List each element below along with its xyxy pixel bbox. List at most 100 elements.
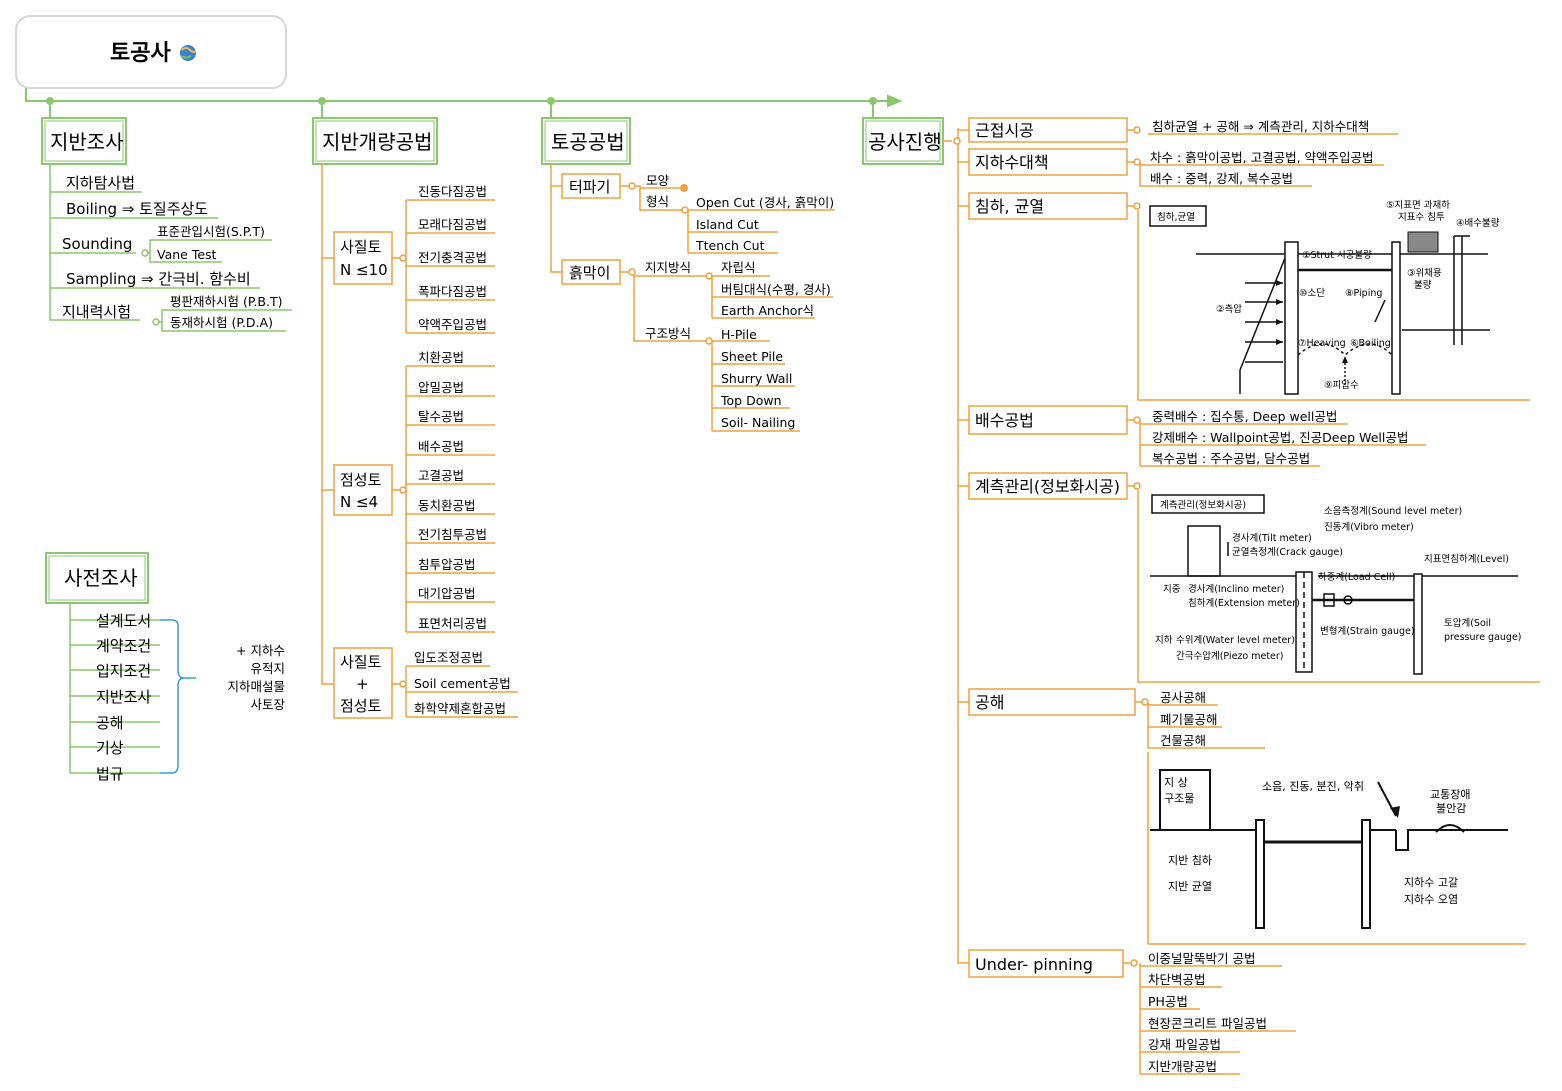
support-item: 자립식 [721,260,756,275]
method-item: 배수공법 [418,439,464,454]
form-item: Open Cut (경사, 흙막이) [696,195,834,210]
svg-text:⑤지표면 과재하: ⑤지표면 과재하 [1386,199,1450,211]
underpinning-label: Under- pinning [975,955,1093,974]
pre-survey-item: 지반조사 [96,688,151,706]
pre-survey-item: 설계도서 [96,612,151,630]
svg-text:소음, 진동, 분진, 악취: 소음, 진동, 분진, 악취 [1262,780,1364,793]
svg-text:⑦Heaving: ⑦Heaving [1298,338,1346,349]
pre-survey-node[interactable] [45,552,149,604]
pollution-note: 폐기물공해 [1160,712,1218,727]
svg-text:지하: 지하 [1155,634,1173,646]
group-label: 사질토 [340,653,382,671]
root-node[interactable]: 토공사 [15,15,287,89]
pre-survey-note: 사토장 [250,697,285,712]
method-item: 모래다짐공법 [418,217,487,232]
investigation-title: 지반조사 [50,130,124,154]
globe-icon [180,45,197,61]
groundwater-note: 차수 : 흙막이공법, 고결공법, 약액주입공법 [1150,150,1374,165]
settlement-label: 침하, 균열 [975,197,1044,216]
method-item: 입도조정공법 [414,650,483,665]
group-label: 점성토 [340,697,382,715]
svg-text:지하수 고갈: 지하수 고갈 [1404,875,1458,889]
structure-item: Top Down [720,393,782,408]
underpinning-note: PH공법 [1148,994,1188,1009]
group-label: N ≤10 [340,261,388,279]
underpinning-note: 강재 파일공법 [1148,1037,1221,1052]
group-label: 점성토 [340,471,382,489]
investigation-item: Sounding [62,235,132,253]
underpinning-note: 이중널말뚝박기 공법 [1148,951,1255,966]
method-item: 탈수공법 [418,409,464,424]
root-title: 토공사 [110,41,171,66]
method-item: 전기충격공법 [418,250,487,265]
group-label: N ≤4 [340,493,378,511]
method-item: 동치환공법 [418,498,476,513]
method-item: 폭파다짐공법 [418,284,487,299]
svg-text:⑨피압수: ⑨피압수 [1324,379,1359,391]
form-item: Island Cut [696,217,759,232]
method-item: 고결공법 [418,468,464,483]
method-item: 약액주입공법 [418,317,487,332]
svg-text:구조물: 구조물 [1164,792,1194,805]
method-item: 압밀공법 [418,380,464,395]
groundwater-note: 배수 : 중력, 강제, 복수공법 [1150,171,1293,186]
pre-survey-item: 공해 [96,714,124,732]
monitoring-label: 계측관리(정보화시공) [975,477,1120,496]
investigation-node[interactable] [41,117,127,165]
svg-text:균열측정계(Crack gauge): 균열측정계(Crack gauge) [1232,546,1343,558]
support-label: 지지방식 [645,260,691,275]
improvement-node[interactable] [312,117,438,165]
underpinning-note: 현장콘크리트 파일공법 [1148,1016,1267,1031]
pollution-note: 공사공해 [1160,690,1206,705]
earthwork-node[interactable] [541,117,631,165]
form-item: Ttench Cut [695,238,765,253]
progress-node[interactable] [862,117,944,165]
form-label: 형식 [646,194,669,209]
structure-item: Shurry Wall [721,371,792,386]
drainage-note: 중력배수 : 집수통, Deep well공법 [1152,409,1337,424]
method-item: 침투압공법 [418,557,476,572]
investigation-item: 지하탐사법 [66,174,135,192]
svg-text:불량: 불량 [1414,279,1432,291]
drainage-note: 강제배수 : Wallpoint공법, 진공Deep Well공법 [1152,430,1408,445]
svg-text:⑧Piping: ⑧Piping [1345,288,1382,299]
method-item: 대기압공법 [418,586,476,601]
pre-survey-note: 유적지 [250,661,285,676]
svg-text:③위채용: ③위채용 [1407,267,1442,279]
pre-survey-item: 기상 [96,739,124,757]
svg-text:②측압: ②측압 [1216,303,1242,315]
svg-text:경사계(Inclino meter): 경사계(Inclino meter) [1188,583,1284,595]
support-item: Earth Anchor식 [721,303,814,318]
svg-text:지 상: 지 상 [1164,776,1188,789]
svg-text:수위계(Water level meter): 수위계(Water level meter) [1176,634,1295,646]
progress-title: 공사진행 [868,130,942,154]
svg-text:지하수 오염: 지하수 오염 [1404,892,1458,906]
improvement-title: 지반개량공법 [322,130,432,154]
shape-label: 모양 [646,173,670,188]
svg-text:침하계(Extension meter): 침하계(Extension meter) [1188,597,1300,609]
structure-item: H-Pile [721,327,757,342]
drainage-note: 복수공법 : 주수공법, 담수공법 [1152,451,1310,466]
progress-branch: 공사진행 [862,117,1540,1075]
sounding-sub: Vane Test [157,247,217,262]
underpinning-note: 차단벽공법 [1148,972,1206,987]
svg-text:지표수 침투: 지표수 침투 [1398,212,1445,223]
investigation-item: 지내력시험 [62,303,131,321]
investigation-branch: 지반조사 지하탐사법 Boiling ⇒ 토질주상도 Sounding Samp… [41,117,292,332]
pollution-figure: 지 상 구조물 소음, 진동, 분진, 악취 교통장애 불안감 지반 침하 지반… [1150,769,1508,929]
pre-survey-item: 법규 [96,765,124,783]
svg-text:간극수압계(Piezo meter): 간극수압계(Piezo meter) [1176,650,1284,662]
settlement-figure: 침하,균열 [1149,199,1500,395]
structure-item: Soil- Nailing [721,415,795,430]
support-item: 버팀대식(수평, 경사) [721,282,831,297]
method-item: 표면처리공법 [418,616,487,631]
pre-survey-item: 계약조건 [96,637,151,655]
underpinning-note: 지반개량공법 [1148,1059,1217,1074]
svg-text:교통장애: 교통장애 [1430,788,1470,801]
drainage-label: 배수공법 [975,411,1034,430]
pre-survey-title: 사전조사 [64,566,138,590]
svg-text:지중: 지중 [1163,584,1181,595]
investigation-item: Sampling ⇒ 간극비. 함수비 [66,270,251,288]
bearing-sub: 평판재하시험 (P.B.T) [170,294,282,309]
bracket [160,619,196,774]
